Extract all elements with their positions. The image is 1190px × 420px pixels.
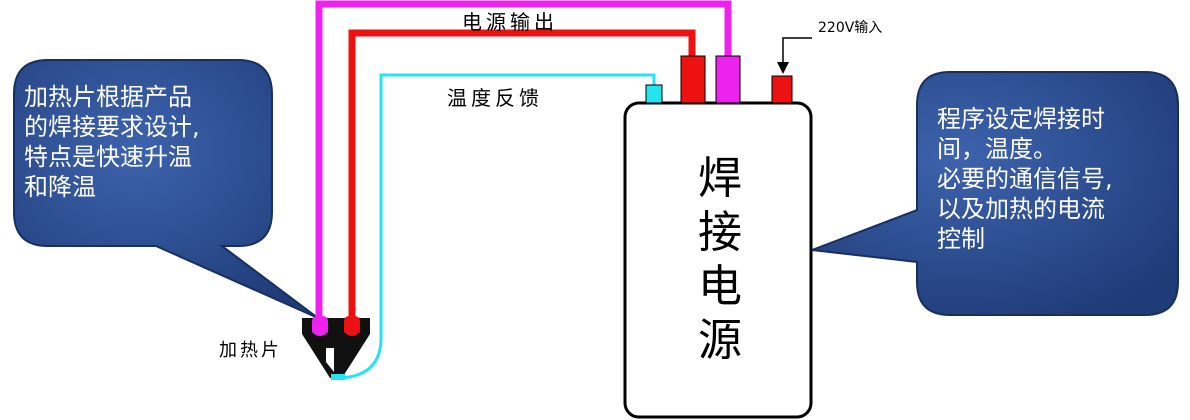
input-220v-label: 220V输入 xyxy=(818,20,883,36)
cyan-terminal xyxy=(645,84,663,104)
right-callout-line: 以及加热的电流 xyxy=(937,195,1105,223)
heater-label: 加热片 xyxy=(219,340,282,361)
input-terminal xyxy=(771,75,793,104)
temperature-feedback-label: 温度反馈 xyxy=(447,86,543,110)
power-supply-title-char: 焊 xyxy=(698,153,742,204)
left-callout-line: 的焊接要求设计, xyxy=(24,113,200,141)
power-supply-title-char: 源 xyxy=(698,315,742,366)
power-supply-title-char: 接 xyxy=(698,207,742,258)
cyan-wire xyxy=(339,73,656,380)
left-callout-text: 加热片根据产品 的焊接要求设计, 特点是快速升温 和降温 xyxy=(24,82,200,202)
left-callout xyxy=(13,59,319,319)
heater-element xyxy=(302,316,370,380)
right-callout xyxy=(811,71,1179,316)
red-wire xyxy=(348,29,696,322)
left-callout-line: 加热片根据产品 xyxy=(24,83,192,111)
right-callout-line: 间，温度。 xyxy=(937,135,1057,163)
magenta-wire xyxy=(315,0,732,322)
power-output-label: 电源输出 xyxy=(462,10,558,34)
right-callout-line: 必要的通信信号, xyxy=(937,165,1113,193)
input-arrow xyxy=(777,37,812,74)
left-callout-line: 特点是快速升温 xyxy=(24,143,192,171)
right-callout-line: 控制 xyxy=(937,225,985,253)
right-callout-line: 程序设定焊接时 xyxy=(937,105,1105,133)
power-supply-title: 焊 接 电 源 xyxy=(680,152,760,368)
magenta-terminal xyxy=(715,55,741,104)
left-callout-line: 和降温 xyxy=(24,173,96,201)
power-supply-title-char: 电 xyxy=(698,261,742,312)
right-callout-text: 程序设定焊接时 间，温度。 必要的通信信号, 以及加热的电流 控制 xyxy=(937,104,1113,254)
red-terminal xyxy=(680,55,706,104)
